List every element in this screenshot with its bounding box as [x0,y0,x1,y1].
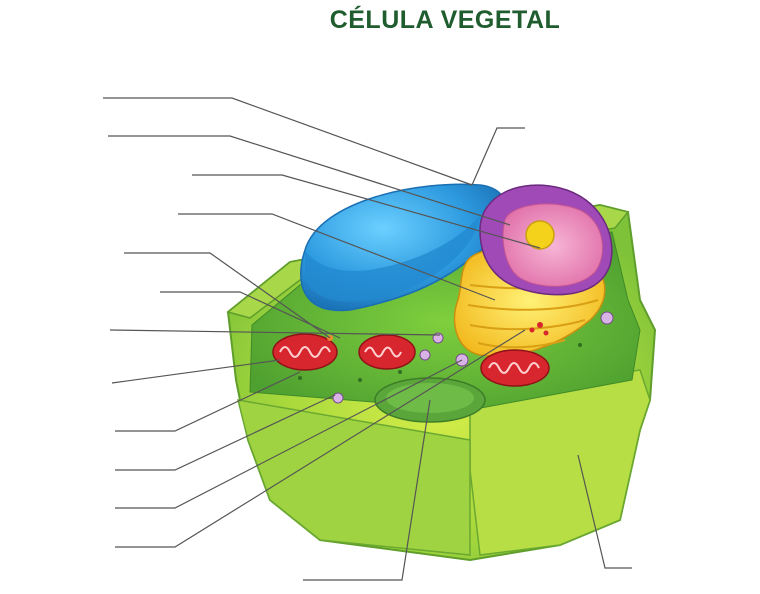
leader-line-7 [109,329,441,336]
leader-line-8 [111,359,281,384]
leader-line-4 [178,213,496,301]
leader-line-10 [115,394,336,471]
diagram-title: CÉLULA VEGETAL [329,6,561,34]
leader-line-12 [115,329,526,548]
leader-line-1 [103,97,473,186]
mitochondrion-3 [480,349,550,387]
leader-line-11 [115,359,463,509]
leader-line-2 [108,135,511,226]
leader-line-9 [115,371,301,432]
nucleus [479,184,613,296]
mitochondrion-1 [272,333,338,371]
leader-line-3 [192,174,541,249]
leader-line-right [471,127,525,186]
leader-line-6 [160,291,341,339]
leader-line-bottom-2 [577,454,632,569]
nucleolus [525,220,555,250]
leader-lines [103,97,632,581]
leader-line-5 [124,252,331,339]
mitochondrion-2 [358,334,416,370]
leader-line-bottom-1 [303,399,431,581]
